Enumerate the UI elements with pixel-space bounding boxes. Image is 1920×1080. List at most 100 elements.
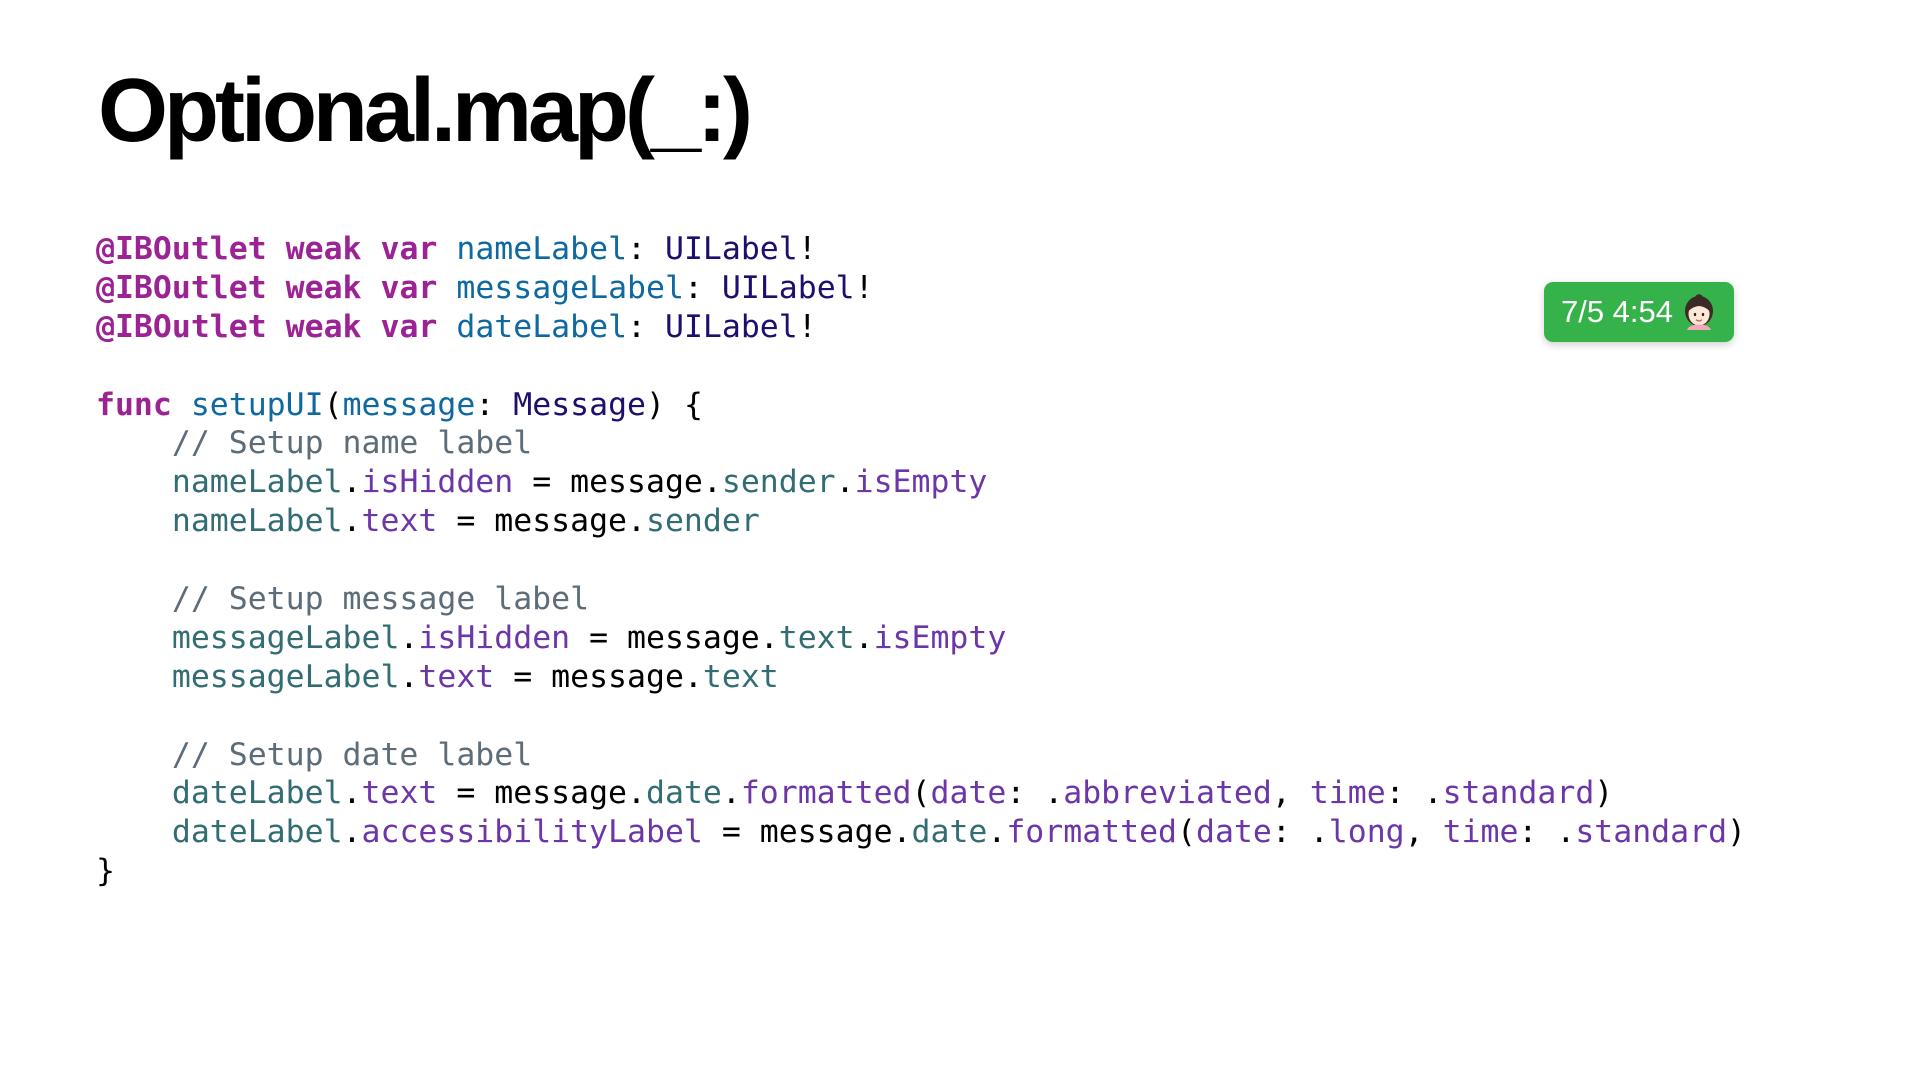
code-token: weak bbox=[285, 269, 362, 306]
code-token: text bbox=[418, 658, 495, 695]
code-token bbox=[172, 387, 191, 423]
code-token bbox=[96, 737, 172, 773]
code-token: : . bbox=[1518, 814, 1576, 851]
code-token: setupUI bbox=[190, 386, 324, 423]
code-token: ! bbox=[797, 231, 817, 267]
code-token bbox=[96, 464, 172, 500]
code-line: dateLabel.text = message.date.formatted(… bbox=[96, 774, 1746, 813]
code-token: : bbox=[475, 386, 514, 423]
code-line: // Setup date label bbox=[96, 736, 1746, 775]
code-token: @IBOutlet bbox=[96, 231, 267, 267]
code-token: : . bbox=[1385, 775, 1443, 812]
code-token: date bbox=[911, 814, 988, 851]
code-token: UILabel bbox=[664, 308, 798, 345]
code-line: dateLabel.accessibilityLabel = message.d… bbox=[96, 813, 1746, 852]
code-token: = message. bbox=[513, 464, 722, 501]
code-token: date bbox=[1196, 814, 1272, 851]
timestamp-badge: 7/5 4:54 bbox=[1544, 282, 1734, 342]
code-token: var bbox=[380, 308, 438, 345]
code-token bbox=[362, 231, 381, 267]
code-token bbox=[437, 309, 456, 345]
code-token: . bbox=[342, 503, 362, 540]
code-token: dateLabel bbox=[171, 775, 343, 812]
code-token bbox=[267, 270, 286, 306]
code-token bbox=[267, 231, 286, 267]
code-token: . bbox=[342, 775, 362, 812]
code-token: messageLabel bbox=[171, 619, 400, 656]
code-block: @IBOutlet weak var nameLabel: UILabel!@I… bbox=[96, 230, 1746, 891]
code-token: // Setup name label bbox=[171, 425, 533, 462]
code-token: standard bbox=[1575, 814, 1728, 851]
code-line: @IBOutlet weak var messageLabel: UILabel… bbox=[96, 269, 1746, 308]
code-token bbox=[96, 659, 172, 695]
code-token: isEmpty bbox=[873, 619, 1007, 656]
code-token: abbreviated bbox=[1063, 775, 1272, 812]
code-line: @IBOutlet weak var dateLabel: UILabel! bbox=[96, 308, 1746, 347]
code-token: ) bbox=[1727, 814, 1747, 851]
code-token: isHidden bbox=[418, 619, 571, 656]
code-line: func setupUI(message: Message) { bbox=[96, 386, 1746, 425]
code-token: ( bbox=[911, 775, 931, 812]
code-token: // Setup date label bbox=[171, 736, 533, 773]
code-token: text bbox=[361, 503, 438, 540]
code-token: . bbox=[399, 619, 419, 656]
code-token: isHidden bbox=[361, 464, 514, 501]
code-token: . bbox=[342, 464, 362, 501]
code-line: nameLabel.text = message.sender bbox=[96, 502, 1746, 541]
code-token: . bbox=[342, 814, 362, 851]
code-token: ! bbox=[797, 308, 817, 345]
code-line: messageLabel.text = message.text bbox=[96, 658, 1746, 697]
code-token: formatted bbox=[1006, 814, 1178, 851]
code-token: , bbox=[1271, 775, 1310, 812]
code-token: time bbox=[1442, 814, 1519, 851]
code-token: dateLabel bbox=[171, 814, 343, 851]
code-token: isEmpty bbox=[854, 464, 988, 501]
code-token: ) bbox=[1594, 775, 1614, 812]
code-token: ! bbox=[854, 269, 874, 306]
code-token: : bbox=[627, 231, 665, 267]
code-token: . bbox=[987, 814, 1007, 851]
slide-title: Optional.map(_:) bbox=[98, 61, 753, 161]
code-token bbox=[96, 503, 172, 539]
code-token: , bbox=[1404, 814, 1443, 851]
code-token: date bbox=[646, 775, 722, 812]
code-token: weak bbox=[285, 231, 362, 267]
code-token: = message. bbox=[437, 775, 646, 812]
code-token: formatted bbox=[740, 775, 912, 812]
code-line bbox=[96, 347, 1746, 386]
code-line: } bbox=[96, 852, 1746, 891]
code-token: date bbox=[930, 775, 1007, 812]
code-token: = message. bbox=[494, 658, 703, 695]
code-token bbox=[96, 775, 172, 811]
code-token: @IBOutlet bbox=[96, 308, 267, 345]
code-line bbox=[96, 541, 1746, 580]
code-token: func bbox=[96, 386, 172, 423]
code-token: . bbox=[854, 619, 874, 656]
code-token bbox=[267, 309, 286, 345]
timestamp-text: 7/5 4:54 bbox=[1560, 294, 1674, 329]
code-token bbox=[362, 309, 381, 345]
code-token: = message. bbox=[702, 814, 912, 851]
code-line: // Setup name label bbox=[96, 424, 1746, 463]
code-token bbox=[437, 231, 456, 267]
code-token: long bbox=[1328, 814, 1405, 851]
code-token: text bbox=[361, 775, 438, 812]
code-token: text bbox=[702, 658, 779, 695]
code-token bbox=[437, 270, 456, 306]
code-token bbox=[96, 814, 172, 850]
code-token: Message bbox=[513, 386, 647, 423]
code-token: sender bbox=[646, 503, 760, 540]
code-token: standard bbox=[1442, 775, 1595, 812]
code-token: . bbox=[721, 775, 741, 812]
code-token: dateLabel bbox=[456, 308, 628, 345]
code-token: ( bbox=[323, 386, 343, 423]
code-token: time bbox=[1309, 775, 1386, 812]
code-token: UILabel bbox=[721, 269, 855, 306]
code-token: weak bbox=[285, 308, 362, 345]
code-line: // Setup message label bbox=[96, 580, 1746, 619]
code-token: } bbox=[96, 853, 115, 890]
code-token: : . bbox=[1006, 775, 1064, 812]
code-token: var bbox=[380, 231, 438, 267]
code-token bbox=[96, 425, 172, 461]
code-token: accessibilityLabel bbox=[361, 814, 703, 851]
